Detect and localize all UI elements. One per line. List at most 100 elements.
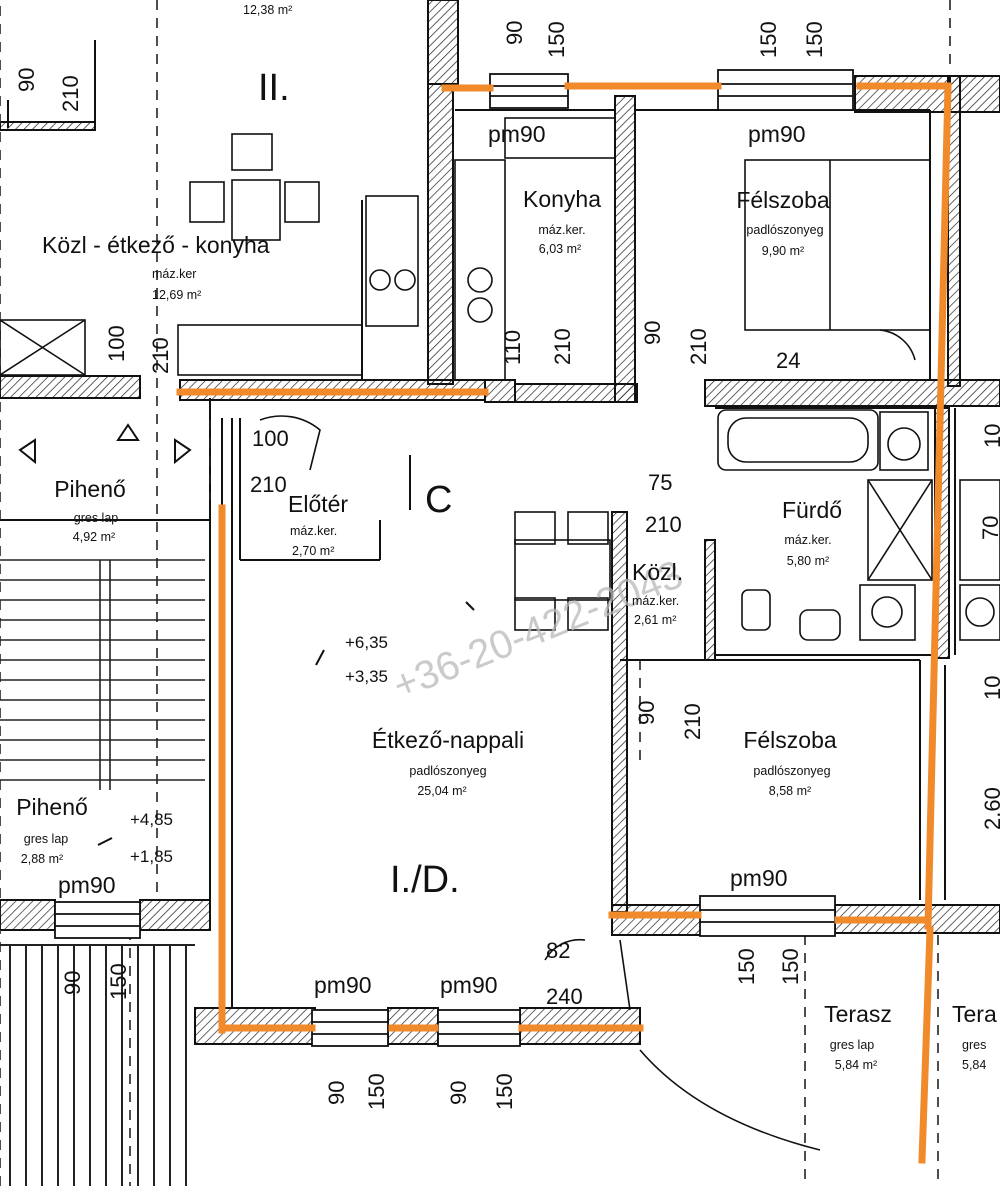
level-stair-lower: +1,85 <box>130 847 173 866</box>
room-area: 12,69 m² <box>152 288 201 302</box>
level-main-upper: +6,35 <box>345 633 388 652</box>
window-labels: pm90 pm90 pm90 pm90 pm90 pm90 <box>58 121 806 998</box>
dim-label: 150 <box>756 21 781 58</box>
room-name: Konyha <box>523 186 601 212</box>
dim-label: 210 <box>680 703 705 740</box>
dim-label: 110 <box>500 330 525 365</box>
room-finish: padlószonyeg <box>753 764 830 778</box>
room-kozl: Közl. máz.ker. 2,61 m² <box>632 559 683 627</box>
room-finish: padlószonyeg <box>746 223 823 237</box>
dim-label: 75 <box>648 470 672 495</box>
dim-label: 24 <box>776 348 800 373</box>
room-area: 5,80 m² <box>787 554 829 568</box>
room-piheno-bottom: Pihenő gres lap 2,88 m² <box>16 794 88 866</box>
room-terasz: Terasz gres lap 5,84 m² <box>824 1001 892 1072</box>
room-konyha: Konyha máz.ker. 6,03 m² <box>523 186 601 256</box>
room-piheno-top: Pihenő gres lap 4,92 m² <box>54 476 126 544</box>
dim-label: 210 <box>686 328 711 365</box>
room-name: Pihenő <box>16 794 88 820</box>
dim-label: 90 <box>60 971 85 995</box>
dim-label: 90 <box>324 1081 349 1105</box>
room-area: 5,84 <box>962 1058 986 1072</box>
window-label: pm90 <box>730 865 788 891</box>
dimension-labels-vertical: 90 150 150 150 90 210 100 210 110 210 90… <box>14 21 1000 1110</box>
room-finish: gres lap <box>74 511 119 525</box>
dim-label: 150 <box>492 1073 517 1110</box>
dim-label: 150 <box>778 948 803 985</box>
room-felszoba-top: Félszoba padlószonyeg 9,90 m² <box>736 187 830 258</box>
room-finish: gres lap <box>830 1038 875 1052</box>
dim-label: 150 <box>544 21 569 58</box>
stairs <box>0 559 205 790</box>
room-finish: gres lap <box>24 832 69 846</box>
room-area: 5,84 m² <box>835 1058 877 1072</box>
highlight-lines <box>176 82 952 1164</box>
door-swings <box>259 329 916 1151</box>
walls <box>0 0 1000 1045</box>
room-area: 2,88 m² <box>21 852 63 866</box>
room-name: Tera <box>952 1001 997 1027</box>
section-id: C <box>425 479 452 521</box>
room-finish: máz.ker. <box>538 223 585 237</box>
room-finish: máz.ker <box>152 267 196 281</box>
room-name: Közl. <box>632 559 683 585</box>
window-label: pm90 <box>314 972 372 998</box>
dim-label: 210 <box>58 75 83 112</box>
room-finish: padlószonyeg <box>409 764 486 778</box>
dim-label: 150 <box>364 1073 389 1110</box>
room-finish: máz.ker. <box>632 594 679 608</box>
axis-lines <box>0 0 951 1186</box>
apartment-id: I./D. <box>390 859 460 901</box>
room-area: 2,61 m² <box>634 613 676 627</box>
dim-label: 90 <box>640 321 665 345</box>
dim-label: 210 <box>250 472 287 497</box>
dim-label: 100 <box>104 325 129 362</box>
dim-label: 90 <box>634 701 659 725</box>
room-area: 8,58 m² <box>769 784 811 798</box>
room-name: Pihenő <box>54 476 126 502</box>
dimension-labels-horizontal: 100 210 75 210 82 240 24 <box>250 348 800 1009</box>
level-main-lower: +3,35 <box>345 667 388 686</box>
room-name: Félszoba <box>743 727 837 753</box>
top-cut-area: 12,38 m² <box>243 3 292 17</box>
dim-label: 90 <box>502 21 527 45</box>
room-eloter: Előtér máz.ker. 2,70 m² <box>288 491 348 558</box>
room-name: Terasz <box>824 1001 892 1027</box>
room-felszoba-bottom: Félszoba padlószonyeg 8,58 m² <box>743 727 837 798</box>
dim-label: 240 <box>546 984 583 1009</box>
room-name: Fürdő <box>782 497 842 523</box>
dim-label: 100 <box>252 426 289 451</box>
window-label: pm90 <box>440 972 498 998</box>
dim-label: 150 <box>106 963 131 1000</box>
dim-label: 2,60 <box>980 787 1000 830</box>
dim-label: 10 <box>980 676 1000 700</box>
room-finish: máz.ker. <box>784 533 831 547</box>
upper-apartment-id: II. <box>258 67 290 109</box>
room-etkezo-nappali: Étkező-nappali padlószonyeg 25,04 m² <box>372 727 524 798</box>
room-kozl-etkezo-konyha: Közl - étkező - konyha máz.ker 12,69 m² <box>42 232 270 302</box>
dim-label: 210 <box>550 328 575 365</box>
room-terasz-right: Tera gres 5,84 <box>952 1001 997 1072</box>
room-furdo: Fürdő máz.ker. 5,80 m² <box>782 497 842 568</box>
dim-label: 150 <box>734 948 759 985</box>
balcony-railing <box>0 944 195 1186</box>
room-area: 6,03 m² <box>539 242 581 256</box>
dim-label: 70 <box>978 516 1000 540</box>
furniture <box>0 117 1000 641</box>
dim-label: 150 <box>802 21 827 58</box>
level-stair-upper: +4,85 <box>130 810 173 829</box>
dim-label: 90 <box>446 1081 471 1105</box>
stair-arrows <box>18 423 192 465</box>
room-area: 4,92 m² <box>73 530 115 544</box>
room-area: 2,70 m² <box>292 544 334 558</box>
dim-label: 90 <box>14 68 39 92</box>
room-area: 25,04 m² <box>417 784 466 798</box>
room-name: Előtér <box>288 491 348 517</box>
window-label: pm90 <box>748 121 806 147</box>
dim-label: 210 <box>645 512 682 537</box>
window-label: pm90 <box>488 121 546 147</box>
room-name: Étkező-nappali <box>372 727 524 753</box>
dim-label: 82 <box>546 938 570 963</box>
